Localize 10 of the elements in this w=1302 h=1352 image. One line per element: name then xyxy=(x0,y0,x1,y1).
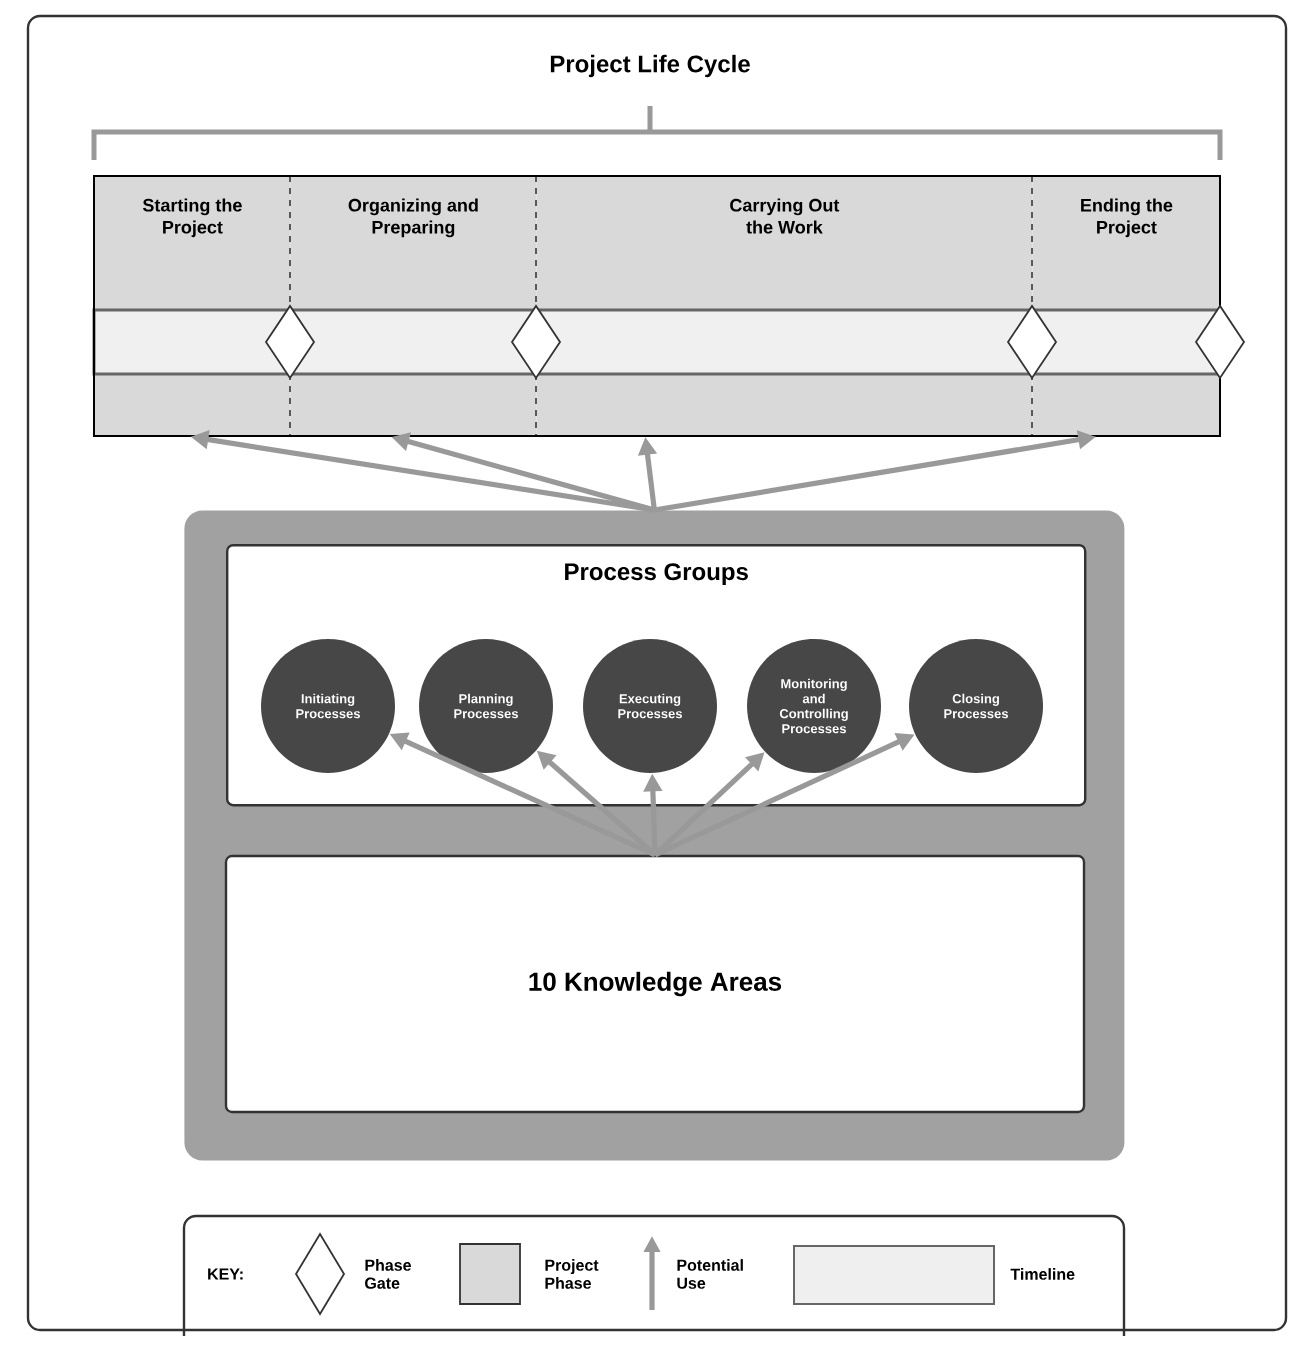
title: Project Life Cycle xyxy=(550,54,750,78)
node-label: Organizing and Preparing xyxy=(348,198,478,238)
node-label: Carrying Out the Work xyxy=(730,198,840,234)
knowledge-areas-box: 10 Knowledge Areas xyxy=(224,854,1086,1114)
legend-text: Potential Use xyxy=(677,1259,743,1289)
node-label: Ending the Project xyxy=(1081,198,1173,238)
key-label: KEY: xyxy=(208,1268,243,1280)
legend-text: Timeline xyxy=(1010,1268,1075,1280)
legend-text: Phase Gate xyxy=(365,1259,411,1289)
legend-text: Project Phase xyxy=(545,1259,599,1289)
